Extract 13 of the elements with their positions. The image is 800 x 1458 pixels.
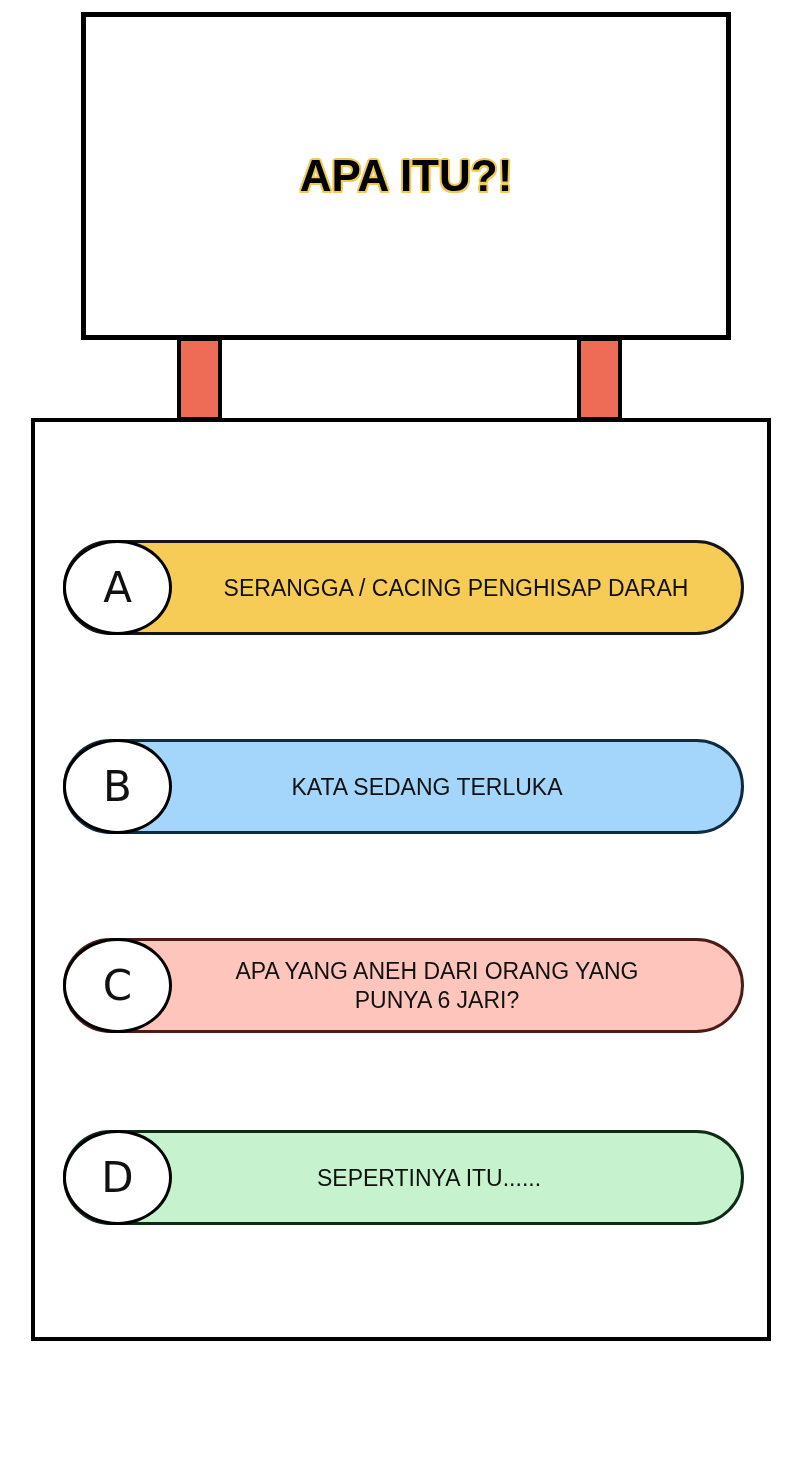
sign-heading: APA ITU?! (298, 151, 514, 201)
option-letter: B (103, 765, 132, 808)
option-letter: A (103, 566, 132, 609)
answer-text: SERANGGA / CACING PENGHISAP DARAH (222, 573, 690, 602)
board-panel (31, 418, 771, 1341)
sign-post (177, 337, 222, 421)
answer-text: APA YANG ANEH DARI ORANG YANG PUNYA 6 JARI? (234, 956, 640, 1015)
answer-text: SEPERTINYA ITU...... (315, 1163, 543, 1192)
answer-text: KATA SEDANG TERLUKA (290, 772, 564, 801)
option-letter: D (101, 1156, 134, 1199)
option-letter: C (102, 964, 133, 1007)
sign-post (577, 337, 622, 421)
signboard (81, 12, 731, 340)
